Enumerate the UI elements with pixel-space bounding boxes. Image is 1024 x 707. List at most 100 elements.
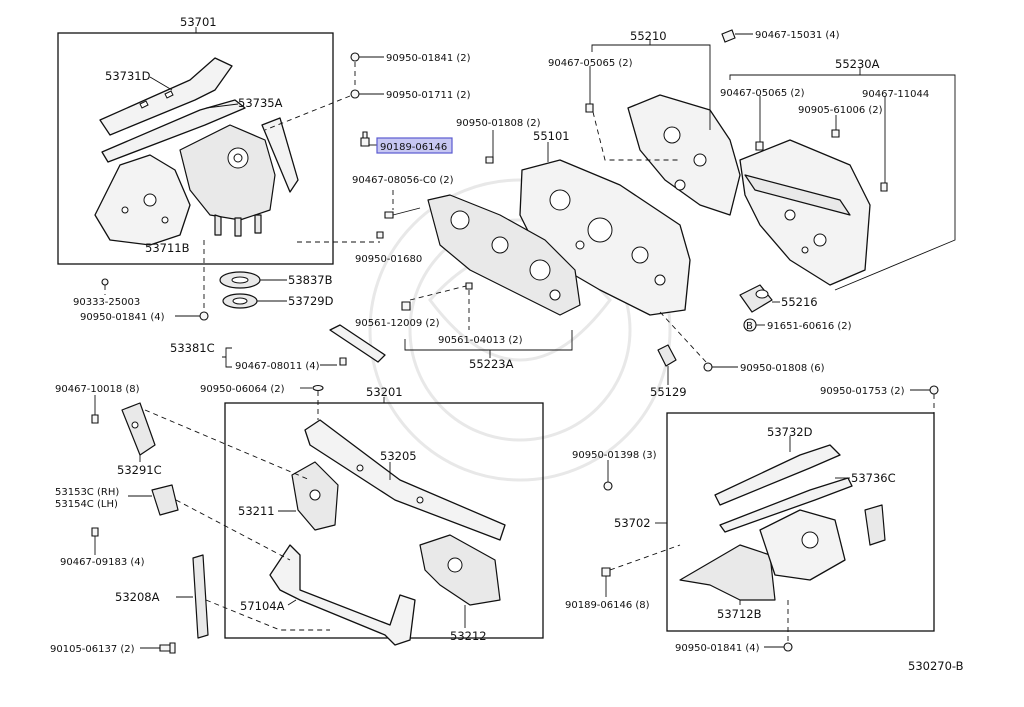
svg-text:90467-15031 (4): 90467-15031 (4) <box>755 30 840 41</box>
svg-text:53732D: 53732D <box>767 425 813 439</box>
clip-90467-09183 <box>91 527 99 537</box>
svg-text:90467-11044: 90467-11044 <box>862 89 929 100</box>
part-57104A <box>269 544 416 646</box>
svg-text:90467-08011 (4): 90467-08011 (4) <box>235 361 320 372</box>
watermark <box>368 178 672 482</box>
svg-text:53731D: 53731D <box>105 69 151 83</box>
svg-text:53201: 53201 <box>366 385 403 399</box>
svg-text:90333-25003: 90333-25003 <box>73 297 140 308</box>
label-53701: 53701 <box>180 15 217 29</box>
svg-text:53837B: 53837B <box>288 273 333 287</box>
clip-90950-01808-2 <box>485 156 494 164</box>
figure-id: 530270-B <box>908 659 964 673</box>
clip-90561-04013 <box>465 282 473 290</box>
plug-90950-01680 <box>376 231 384 239</box>
svg-text:90950-01753 (2): 90950-01753 (2) <box>820 386 905 397</box>
part-53291C <box>121 402 156 456</box>
part-55129 <box>657 344 677 367</box>
part-53732D <box>714 444 853 533</box>
fastener-90950-01841-4 <box>199 311 209 321</box>
svg-text:90950-01711 (2): 90950-01711 (2) <box>386 90 471 101</box>
svg-text:53736C: 53736C <box>851 471 896 485</box>
svg-text:90950-06064 (2): 90950-06064 (2) <box>200 384 285 395</box>
part-53153C-53154C <box>151 484 179 516</box>
svg-text:90905-61006 (2): 90905-61006 (2) <box>798 105 883 116</box>
svg-text:90189-06146: 90189-06146 <box>380 142 447 153</box>
svg-text:55210: 55210 <box>630 29 667 43</box>
clip-90467-15031 <box>721 29 736 43</box>
clip-90189-06146-8 <box>601 567 611 577</box>
svg-text:57104A: 57104A <box>240 599 285 613</box>
svg-text:90561-04013 (2): 90561-04013 (2) <box>438 335 523 346</box>
part-53731D <box>99 57 246 163</box>
svg-text:90950-01808 (6): 90950-01808 (6) <box>740 363 825 374</box>
fastener-90189-06146-highlighted[interactable]: 90189-06146 <box>360 131 453 154</box>
svg-text:55223A: 55223A <box>469 357 514 371</box>
svg-text:55216: 55216 <box>781 295 818 309</box>
part-53205 <box>304 419 506 541</box>
svg-text:90467-05065 (2): 90467-05065 (2) <box>548 58 633 69</box>
part-53212 <box>419 534 501 606</box>
svg-text:90467-08056-C0 (2): 90467-08056-C0 (2) <box>352 175 454 186</box>
part-53211 <box>291 461 339 531</box>
svg-text:90105-06137 (2): 90105-06137 (2) <box>50 644 135 655</box>
clip-90950-01808-6 <box>703 362 713 372</box>
svg-text:90950-01680: 90950-01680 <box>355 254 422 265</box>
svg-text:53208A: 53208A <box>115 590 160 604</box>
fastener-90950-01841-2 <box>350 52 360 62</box>
svg-text:53153C (RH): 53153C (RH) <box>55 487 119 498</box>
fastener-90333-25003 <box>101 278 109 286</box>
part-53837B <box>219 271 261 289</box>
svg-text:53711B: 53711B <box>145 241 190 255</box>
plug-90950-06064 <box>312 384 324 392</box>
part-55210 <box>627 94 741 216</box>
svg-text:53211: 53211 <box>238 504 275 518</box>
clip-90467-05065-a <box>585 103 594 113</box>
svg-text:90950-01841 (2): 90950-01841 (2) <box>386 53 471 64</box>
part-55223A <box>427 194 581 316</box>
svg-text:53712B: 53712B <box>717 607 762 621</box>
clip-90467-11044 <box>880 182 888 192</box>
clip-90467-10018 <box>91 414 99 424</box>
svg-text:90561-12009 (2): 90561-12009 (2) <box>355 318 440 329</box>
plug-90950-01841-4b <box>783 642 793 652</box>
plug-90950-01753 <box>929 385 939 395</box>
fastener-90950-01711 <box>350 89 360 99</box>
svg-text:55129: 55129 <box>650 385 687 399</box>
group-box-53702 <box>666 412 935 632</box>
clip-90561-12009 <box>401 301 411 311</box>
part-55230A <box>739 139 871 286</box>
svg-text:90189-06146 (8): 90189-06146 (8) <box>565 600 650 611</box>
svg-text:53212: 53212 <box>450 629 487 643</box>
svg-text:90950-01841 (4): 90950-01841 (4) <box>80 312 165 323</box>
part-55216 <box>739 284 773 313</box>
svg-text:90467-05065 (2): 90467-05065 (2) <box>720 88 805 99</box>
bolt-90105-06137 <box>159 642 176 654</box>
group-box-53701 <box>57 32 334 265</box>
clip-90467-08056 <box>384 211 394 219</box>
svg-text:90950-01841 (4): 90950-01841 (4) <box>675 643 760 654</box>
svg-text:53729D: 53729D <box>288 294 334 308</box>
svg-text:53381C: 53381C <box>170 341 215 355</box>
svg-text:55101: 55101 <box>533 129 570 143</box>
svg-text:B: B <box>746 321 753 332</box>
svg-text:55230A: 55230A <box>835 57 880 71</box>
clip-90467-08011 <box>339 357 347 366</box>
svg-text:90467-10018 (8): 90467-10018 (8) <box>55 384 140 395</box>
part-53729D <box>222 293 258 309</box>
clip-90467-05065-b <box>755 141 764 151</box>
svg-text:90467-09183 (4): 90467-09183 (4) <box>60 557 145 568</box>
svg-text:53291C: 53291C <box>117 463 162 477</box>
part-53712B <box>679 504 886 601</box>
svg-text:90950-01398 (3): 90950-01398 (3) <box>572 450 657 461</box>
svg-text:53702: 53702 <box>614 516 651 530</box>
plug-90950-01398 <box>603 481 613 491</box>
svg-text:53154C (LH): 53154C (LH) <box>55 499 118 510</box>
part-53208A <box>192 554 209 639</box>
part-53711B <box>94 117 299 246</box>
svg-text:53205: 53205 <box>380 449 417 463</box>
part-53381C <box>329 324 386 363</box>
svg-text:90950-01808 (2): 90950-01808 (2) <box>456 118 541 129</box>
clip-90905-61006 <box>831 129 840 138</box>
